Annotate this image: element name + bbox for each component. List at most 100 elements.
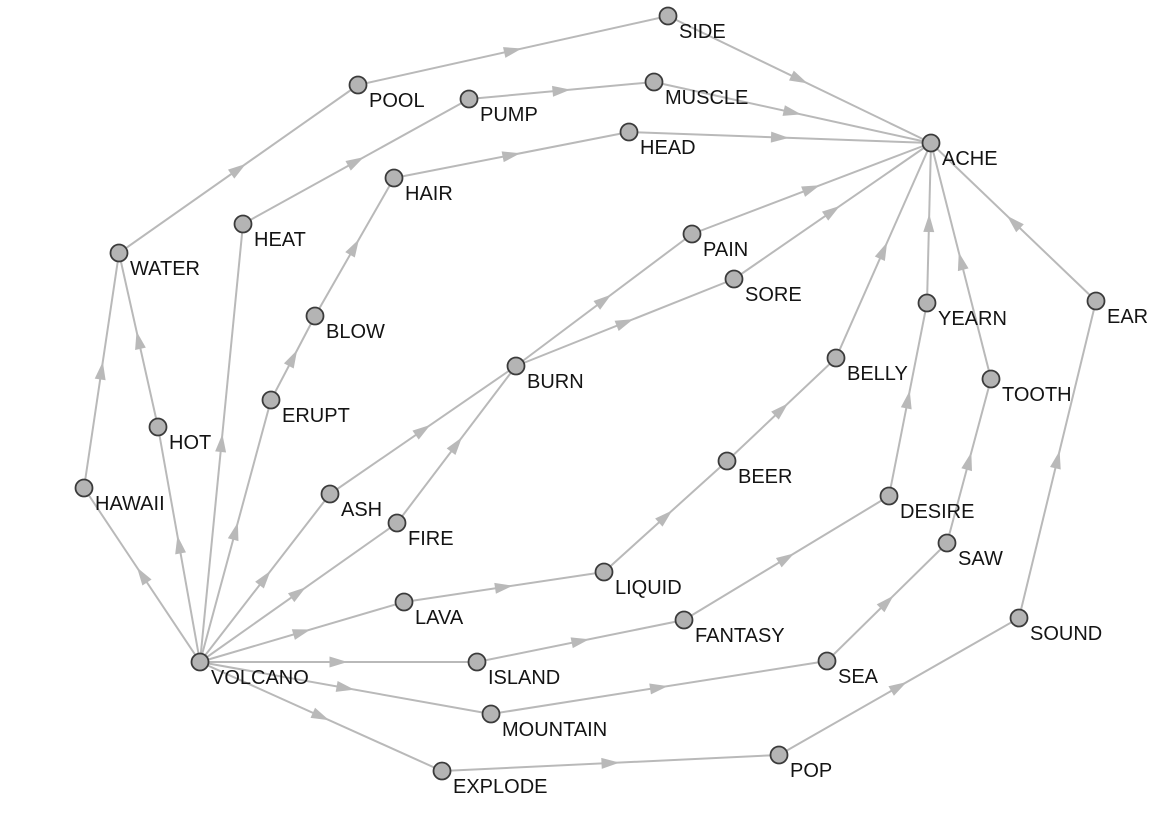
node-pump[interactable]: PUMP	[459, 89, 538, 127]
edge-fantasy-desire	[683, 495, 890, 621]
node-label: EXPLODE	[453, 776, 547, 798]
arrowhead-icon	[494, 582, 513, 594]
edge-pop-sound	[778, 617, 1020, 756]
node-circle-icon[interactable]	[506, 356, 526, 376]
node-hawaii[interactable]: HAWAII	[74, 478, 165, 516]
node-circle-icon[interactable]	[1009, 608, 1029, 628]
arrowhead-icon	[255, 570, 271, 589]
arrowhead-icon	[329, 656, 348, 668]
node-label: ACHE	[942, 148, 998, 170]
node-fantasy[interactable]: FANTASY	[674, 610, 785, 648]
node-sore[interactable]: SORE	[724, 269, 802, 307]
node-explode[interactable]: EXPLODE	[432, 761, 548, 799]
node-heat[interactable]: HEAT	[233, 214, 306, 252]
node-volcano[interactable]: VOLCANO	[190, 652, 309, 690]
node-circle-icon[interactable]	[644, 72, 664, 92]
node-circle-icon[interactable]	[769, 745, 789, 765]
node-ache[interactable]: ACHE	[921, 133, 998, 171]
node-circle-icon[interactable]	[467, 652, 487, 672]
node-pain[interactable]: PAIN	[682, 224, 749, 262]
node-circle-icon[interactable]	[387, 513, 407, 533]
node-circle-icon[interactable]	[682, 224, 702, 244]
node-label: LAVA	[415, 607, 464, 629]
node-burn[interactable]: BURN	[506, 356, 584, 394]
edge-muscle-ache	[653, 81, 932, 144]
edge-mountain-sea	[490, 660, 828, 715]
node-circle-icon[interactable]	[394, 592, 414, 612]
node-circle-icon[interactable]	[481, 704, 501, 724]
node-label: VOLCANO	[211, 667, 309, 689]
node-circle-icon[interactable]	[109, 243, 129, 263]
node-circle-icon[interactable]	[384, 168, 404, 188]
node-circle-icon[interactable]	[917, 293, 937, 313]
node-sound[interactable]: SOUND	[1009, 608, 1103, 646]
node-circle-icon[interactable]	[658, 6, 678, 26]
node-hair[interactable]: HAIR	[384, 168, 453, 206]
node-label: MUSCLE	[665, 87, 748, 109]
node-island[interactable]: ISLAND	[467, 652, 561, 690]
node-label: POP	[790, 760, 832, 782]
node-label: ISLAND	[488, 667, 560, 689]
node-hot[interactable]: HOT	[148, 417, 212, 455]
node-beer[interactable]: BEER	[717, 451, 793, 489]
node-circle-icon[interactable]	[432, 761, 452, 781]
node-side[interactable]: SIDE	[658, 6, 726, 44]
node-pop[interactable]: POP	[769, 745, 833, 783]
node-sea[interactable]: SEA	[817, 651, 879, 689]
node-circle-icon[interactable]	[826, 348, 846, 368]
node-belly[interactable]: BELLY	[826, 348, 908, 386]
node-circle-icon[interactable]	[74, 478, 94, 498]
node-circle-icon[interactable]	[879, 486, 899, 506]
node-lava[interactable]: LAVA	[394, 592, 464, 630]
node-label: BEER	[738, 466, 792, 488]
node-circle-icon[interactable]	[937, 533, 957, 553]
node-circle-icon[interactable]	[619, 122, 639, 142]
node-circle-icon[interactable]	[261, 390, 281, 410]
arrowhead-icon	[771, 403, 789, 420]
node-circle-icon[interactable]	[724, 269, 744, 289]
arrowhead-icon	[283, 350, 298, 369]
node-fire[interactable]: FIRE	[387, 513, 454, 551]
node-desire[interactable]: DESIRE	[879, 486, 975, 524]
node-mountain[interactable]: MOUNTAIN	[481, 704, 608, 742]
node-label: TOOTH	[1002, 384, 1072, 406]
edge-fire-burn	[396, 365, 517, 524]
node-erupt[interactable]: ERUPT	[261, 390, 350, 428]
edge-sound-ear	[1018, 300, 1097, 619]
arrowhead-icon	[227, 163, 246, 179]
node-saw[interactable]: SAW	[937, 533, 1003, 571]
node-circle-icon[interactable]	[305, 306, 325, 326]
node-circle-icon[interactable]	[320, 484, 340, 504]
edge-sea-saw	[826, 542, 948, 662]
node-yearn[interactable]: YEARN	[917, 293, 1007, 331]
edge-beer-belly	[726, 357, 837, 462]
node-ear[interactable]: EAR	[1086, 291, 1149, 329]
node-head[interactable]: HEAD	[619, 122, 696, 160]
edge-hot-water	[118, 252, 159, 428]
node-circle-icon[interactable]	[981, 369, 1001, 389]
edge-burn-sore	[515, 278, 735, 367]
node-circle-icon[interactable]	[233, 214, 253, 234]
node-circle-icon[interactable]	[348, 75, 368, 95]
node-tooth[interactable]: TOOTH	[981, 369, 1072, 407]
node-blow[interactable]: BLOW	[305, 306, 386, 344]
node-pool[interactable]: POOL	[348, 75, 425, 113]
node-circle-icon[interactable]	[817, 651, 837, 671]
node-ash[interactable]: ASH	[320, 484, 383, 522]
node-circle-icon[interactable]	[594, 562, 614, 582]
node-circle-icon[interactable]	[459, 89, 479, 109]
node-circle-icon[interactable]	[717, 451, 737, 471]
node-muscle[interactable]: MUSCLE	[644, 72, 749, 110]
node-water[interactable]: WATER	[109, 243, 201, 281]
node-circle-icon[interactable]	[190, 652, 210, 672]
arrowhead-icon	[874, 242, 888, 261]
node-liquid[interactable]: LIQUID	[594, 562, 682, 600]
node-label: YEARN	[938, 308, 1007, 330]
node-circle-icon[interactable]	[148, 417, 168, 437]
edge-erupt-blow	[270, 315, 316, 401]
node-circle-icon[interactable]	[674, 610, 694, 630]
node-label: BURN	[527, 371, 584, 393]
node-circle-icon[interactable]	[921, 133, 941, 153]
node-circle-icon[interactable]	[1086, 291, 1106, 311]
edge-volcano-hot	[157, 426, 201, 663]
